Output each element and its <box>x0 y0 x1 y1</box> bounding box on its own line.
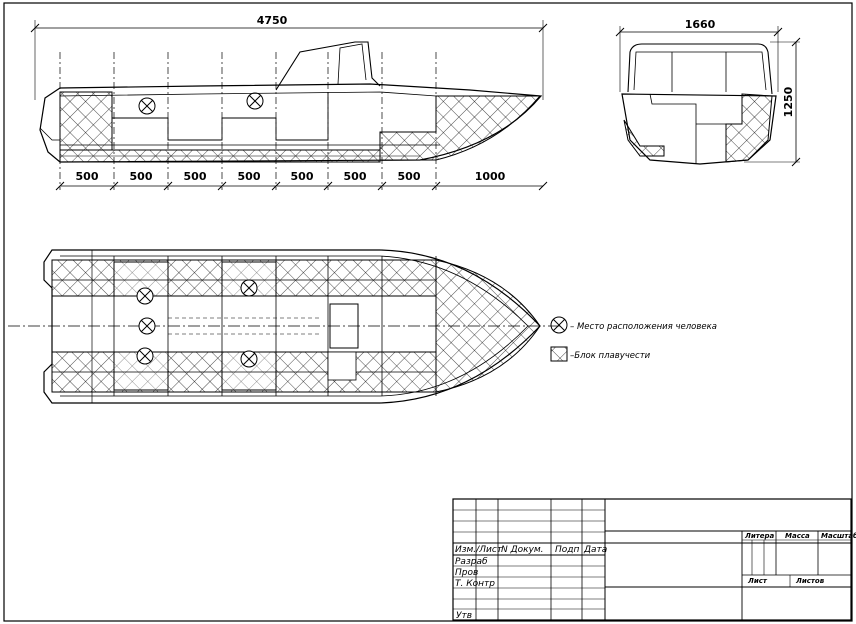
side-person-markers <box>138 92 264 115</box>
title-block <box>452 498 852 621</box>
title-block-text: Изм./Лист N Докум. Подп Дата Разраб Пров… <box>455 532 856 621</box>
height-label: 1250 <box>782 86 795 117</box>
side-buoyancy-bow <box>379 95 542 161</box>
top-person-markers <box>136 279 258 368</box>
legend-person-position-label: – Место расположения человека <box>570 322 717 332</box>
tb-listov: Листов <box>795 577 825 585</box>
tb-col-data: Дата <box>583 545 607 555</box>
segment-label: 500 <box>291 170 314 183</box>
front-windshield <box>627 43 773 95</box>
tb-col-izm-list: Изм./Лист <box>455 545 503 555</box>
person-position-icon <box>550 316 568 334</box>
tb-list: Лист <box>747 577 768 585</box>
segment-label: 500 <box>130 170 153 183</box>
segment-label: 500 <box>344 170 367 183</box>
buoyancy-block-icon <box>550 346 568 362</box>
beam-label: 1660 <box>685 18 716 31</box>
tb-col-podp: Подп <box>555 545 579 555</box>
overall-length-label: 4750 <box>257 14 288 27</box>
segment-label: 500 <box>76 170 99 183</box>
tb-col-n-dokum: N Докум. <box>501 545 544 555</box>
tb-row-razrab: Разраб <box>455 557 488 567</box>
top-hull-outline <box>43 249 541 404</box>
front-buoyancy-left <box>623 119 665 157</box>
top-view <box>8 249 560 404</box>
segment-labels: 500 500 500 500 500 500 500 1000 <box>76 170 506 183</box>
front-hull-outline <box>621 93 777 165</box>
segment-label: 1000 <box>475 170 506 183</box>
legend-buoyancy-block-label: –Блок плавучести <box>570 351 651 361</box>
segment-label: 500 <box>184 170 207 183</box>
segment-label: 500 <box>238 170 261 183</box>
drawing-frame <box>3 2 853 622</box>
side-view <box>30 20 548 191</box>
legend: – Место расположения человека –Блок плав… <box>550 316 717 362</box>
tb-litera: Литера <box>744 532 775 540</box>
side-windshield <box>275 41 381 91</box>
segment-label: 500 <box>398 170 421 183</box>
tb-masshtab: Масштаб <box>821 532 856 540</box>
tb-row-t-kontr: Т. Контр <box>455 579 495 589</box>
front-view <box>615 26 801 167</box>
tb-row-utv: Утв <box>456 611 472 621</box>
front-buoyancy-right <box>725 93 773 163</box>
tb-row-prov: Пров <box>455 568 478 578</box>
tb-massa: Масса <box>785 532 810 540</box>
side-buoyancy-stern <box>59 91 113 151</box>
side-hull-outline <box>39 83 543 163</box>
